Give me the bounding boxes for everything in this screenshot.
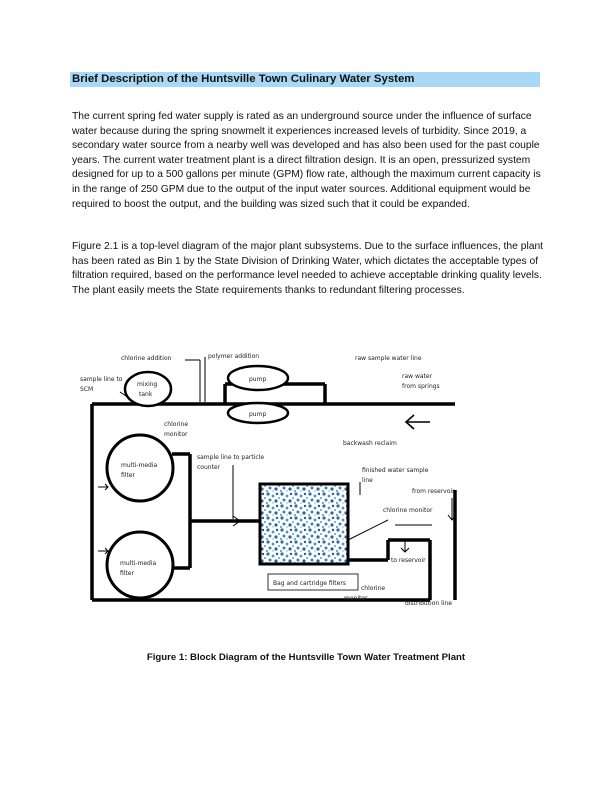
label-to-reservoir: to reservoir — [391, 557, 426, 564]
label-pump-bottom: pump — [249, 411, 266, 418]
label-chlorine-monitor-left-2: monitor — [164, 431, 188, 438]
multimedia-filter-bottom — [105, 530, 175, 600]
label-finished-water-sample-2: line — [362, 477, 373, 484]
label-bag-cartridge-filters: Bag and cartridge filters — [273, 580, 346, 587]
label-backwash-reclaim: backwash reclaim — [343, 440, 397, 447]
label-chlorine-addition: chlorine addition — [121, 355, 172, 362]
bag-cartridge-filters-box — [267, 573, 359, 591]
label-multimedia-filter-top-2: filter — [121, 472, 135, 479]
label-sample-line-particle-2: counter — [197, 464, 221, 471]
paragraph-plant-subsystems: Figure 2.1 is a top-level diagram of the… — [72, 241, 544, 296]
multimedia-filter-top — [105, 433, 175, 503]
filtration-media-tank — [258, 482, 350, 566]
label-polymer-addition: polymer addition — [208, 353, 259, 360]
paragraph-water-supply: The current spring fed water supply is r… — [72, 111, 541, 210]
pump-top — [226, 364, 290, 392]
section-heading: Brief Description of the Huntsville Town… — [70, 72, 540, 87]
label-pump-top: pump — [249, 376, 266, 383]
pipe-network — [90, 382, 457, 602]
flow-arrows — [98, 414, 457, 555]
figure-caption: Figure 1: Block Diagram of the Huntsvill… — [146, 652, 466, 663]
thin-lines — [119, 357, 432, 541]
label-raw-water-2: from springs — [402, 383, 440, 390]
label-multimedia-filter-bottom-1: multi-media — [120, 560, 157, 567]
label-sample-line-scm-1: sample line to — [80, 376, 123, 383]
label-raw-sample-water-line: raw sample water line — [355, 355, 422, 362]
label-finished-water-sample-1: finished water sample — [362, 467, 429, 474]
label-sample-line-particle-1: sample line to particle — [197, 454, 264, 461]
pump-bottom — [226, 401, 290, 425]
label-chlorine-monitor-left-1: chlorine — [164, 421, 188, 428]
label-chlorine-monitor-right: chlorine monitor — [383, 507, 433, 514]
label-mixing-tank-2: tank — [139, 391, 153, 398]
label-chlorine-monitor-bottom-2: monitor — [344, 595, 368, 602]
label-multimedia-filter-top-1: multi-media — [121, 462, 158, 469]
label-multimedia-filter-bottom-2: filter — [120, 570, 134, 577]
label-sample-line-scm-2: SCM — [80, 386, 93, 393]
label-mixing-tank-1: mixing — [137, 381, 158, 388]
mixing-tank — [123, 370, 173, 408]
label-raw-water-1: raw water — [402, 373, 433, 380]
block-diagram: chlorine addition polymer addition raw s… — [80, 353, 457, 607]
label-distribution-line: distribution line — [405, 600, 452, 607]
label-from-reservoir: from reservoir — [412, 488, 455, 495]
label-chlorine-monitor-bottom-1: chlorine — [361, 585, 385, 592]
